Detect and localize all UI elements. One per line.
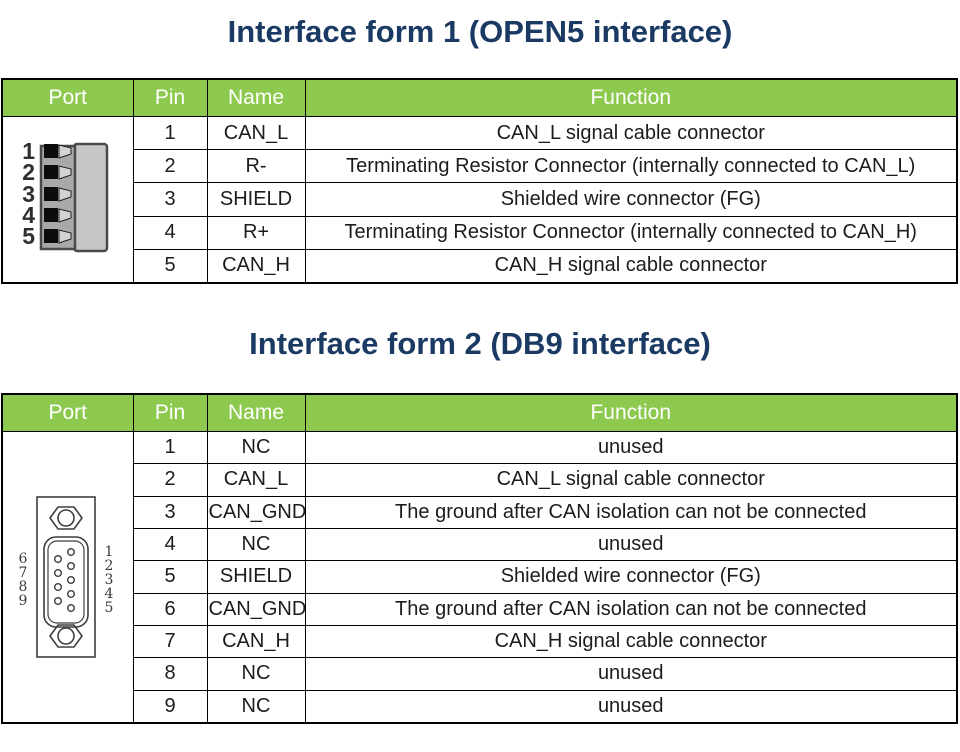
table-row: 3 SHIELD Shielded wire connector (FG): [2, 182, 958, 217]
function-cell: unused: [304, 430, 958, 465]
svg-text:1: 1: [22, 138, 35, 164]
table-row: 7 CAN_H CAN_H signal cable connector: [2, 624, 958, 659]
port-image-cell: 1 2 3 4 5: [1, 116, 134, 284]
function-cell: Terminating Resistor Connector (internal…: [304, 215, 958, 250]
pin-cell: 8: [132, 657, 208, 691]
table-row: 4 R+ Terminating Resistor Connector (int…: [2, 215, 958, 250]
function-cell: unused: [304, 689, 958, 724]
table-row: 6 7 8 9 1 2 3 4 5 1: [1, 430, 958, 724]
port-image-cell: 6 7 8 9 1 2 3 4 5: [1, 431, 134, 724]
pin-cell: 1: [132, 115, 208, 151]
name-cell: CAN_L: [206, 115, 306, 151]
svg-text:3: 3: [22, 181, 35, 207]
pin-cell: 1: [132, 430, 208, 465]
table-row: 5 SHIELD Shielded wire connector (FG): [2, 560, 958, 594]
pin-cell: 4: [132, 215, 208, 250]
function-cell: The ground after CAN isolation can not b…: [304, 592, 958, 626]
table-row: 9 NC unused: [2, 689, 958, 724]
name-cell: NC: [206, 527, 306, 562]
open5-pin-numbers: 1 2 3 4 5: [22, 138, 35, 249]
svg-text:9: 9: [19, 593, 28, 609]
svg-text:4: 4: [22, 202, 35, 228]
table-row: 3 CAN_GND The ground after CAN isolation…: [2, 495, 958, 529]
svg-text:2: 2: [22, 159, 35, 185]
pin-cell: 9: [132, 689, 208, 724]
name-cell: CAN_GND: [206, 495, 306, 529]
column-header-function: Function: [304, 78, 958, 117]
function-cell: Terminating Resistor Connector (internal…: [304, 149, 958, 184]
pin-cell: 3: [132, 495, 208, 529]
db9-pinout-table: Port Pin Name Function: [1, 393, 958, 724]
db9-right-pin-numbers: 1 2 3 4 5: [105, 544, 114, 616]
svg-text:8: 8: [19, 579, 28, 595]
column-header-port: Port: [1, 78, 134, 117]
svg-text:5: 5: [22, 223, 35, 249]
function-cell: CAN_H signal cable connector: [304, 624, 958, 659]
name-cell: CAN_GND: [206, 592, 306, 626]
column-header-function: Function: [304, 393, 958, 432]
function-cell: CAN_H signal cable connector: [304, 248, 958, 284]
pin-cell: 3: [132, 182, 208, 217]
db9-connector-image: 6 7 8 9 1 2 3 4 5: [19, 496, 114, 658]
svg-text:5: 5: [105, 600, 114, 616]
section1-title: Interface form 1 (OPEN5 interface): [227, 14, 733, 49]
function-cell: CAN_L signal cable connector: [304, 115, 958, 151]
pin-cell: 4: [132, 527, 208, 562]
table-header-row: Port Pin Name Function: [1, 393, 958, 432]
name-cell: NC: [206, 689, 306, 724]
table-row: 4 NC unused: [2, 527, 958, 562]
name-cell: SHIELD: [206, 560, 306, 594]
svg-text:3: 3: [105, 572, 114, 588]
pin-cell: 2: [132, 463, 208, 497]
table-row: 8 NC unused: [2, 657, 958, 691]
table-header-row: Port Pin Name Function: [1, 78, 958, 117]
column-header-name: Name: [206, 393, 306, 432]
pin-cell: 5: [132, 248, 208, 284]
table-row: 6 CAN_GND The ground after CAN isolation…: [2, 592, 958, 626]
column-header-pin: Pin: [132, 78, 208, 117]
open5-pinout-table: Port Pin Name Function: [1, 78, 958, 284]
pin-cell: 5: [132, 560, 208, 594]
column-header-name: Name: [206, 78, 306, 117]
column-header-port: Port: [1, 393, 134, 432]
open5-terminal-block-image: 1 2 3 4 5: [22, 138, 109, 253]
table-row: 5 CAN_H CAN_H signal cable connector: [2, 248, 958, 284]
svg-text:7: 7: [19, 565, 28, 581]
svg-text:2: 2: [105, 558, 114, 574]
terminal-slots: [44, 144, 72, 244]
function-cell: Shielded wire connector (FG): [304, 182, 958, 217]
name-cell: R-: [206, 149, 306, 184]
table-row: 2 R- Terminating Resistor Connector (int…: [2, 149, 958, 184]
column-header-pin: Pin: [132, 393, 208, 432]
db9-left-pin-numbers: 6 7 8 9: [19, 551, 28, 609]
svg-text:6: 6: [19, 551, 28, 567]
name-cell: SHIELD: [206, 182, 306, 217]
name-cell: NC: [206, 657, 306, 691]
function-cell: unused: [304, 527, 958, 562]
table-row: 2 CAN_L CAN_L signal cable connector: [2, 463, 958, 497]
svg-text:1: 1: [105, 544, 114, 560]
table-row: 1 2 3 4 5 1 CAN_L CAN_L signal cable con…: [1, 115, 958, 284]
name-cell: CAN_H: [206, 624, 306, 659]
name-cell: R+: [206, 215, 306, 250]
svg-text:4: 4: [105, 586, 114, 602]
name-cell: NC: [206, 430, 306, 465]
pin-cell: 6: [132, 592, 208, 626]
pin-cell: 2: [132, 149, 208, 184]
name-cell: CAN_H: [206, 248, 306, 284]
section2-title: Interface form 2 (DB9 interface): [249, 326, 711, 361]
function-cell: The ground after CAN isolation can not b…: [304, 495, 958, 529]
name-cell: CAN_L: [206, 463, 306, 497]
function-cell: unused: [304, 657, 958, 691]
function-cell: CAN_L signal cable connector: [304, 463, 958, 497]
function-cell: Shielded wire connector (FG): [304, 560, 958, 594]
pin-cell: 7: [132, 624, 208, 659]
